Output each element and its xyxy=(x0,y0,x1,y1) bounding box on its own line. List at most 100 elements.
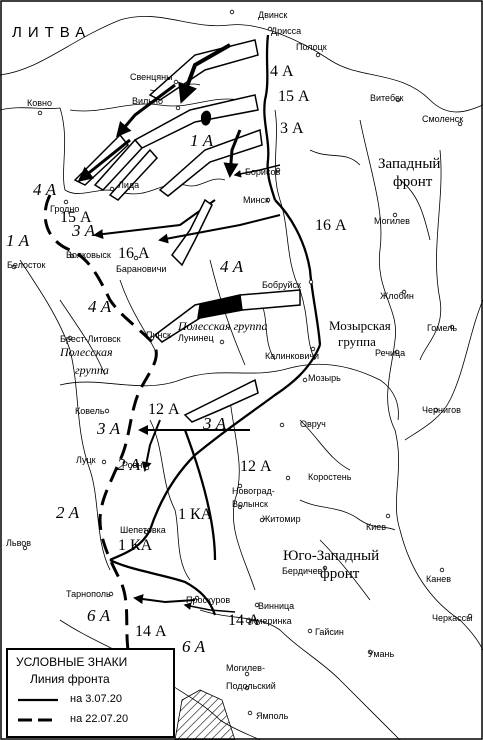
army-label: 15 А xyxy=(60,209,92,226)
city-dot xyxy=(143,529,149,535)
city-dot xyxy=(279,422,285,428)
rivers xyxy=(0,16,483,740)
city-dot xyxy=(310,346,316,352)
city-dot xyxy=(308,279,314,285)
city-label: Могилев xyxy=(374,216,410,226)
city-dot xyxy=(315,52,321,58)
city-label: Житомир xyxy=(262,514,301,524)
city-label: Подольский xyxy=(226,681,276,691)
army-label: 14 А xyxy=(135,623,167,640)
legend-item-july22: на 22.07.20 xyxy=(70,713,129,725)
arrow-7 xyxy=(108,148,159,201)
arrow-4 xyxy=(116,83,176,138)
arrow-14 xyxy=(183,378,259,423)
city-dot xyxy=(259,517,265,523)
river-dvina xyxy=(0,16,483,113)
city-label: Гродно xyxy=(50,204,79,214)
city-dot xyxy=(67,335,73,341)
legend: УСЛОВНЫЕ ЗНАКИ Линия фронта на 3.07.20 н… xyxy=(6,648,175,738)
group-polesie-left-1: Полесская xyxy=(59,345,113,359)
city-dot xyxy=(108,591,114,597)
army-label: 1 А xyxy=(190,131,214,150)
city-dot xyxy=(285,475,291,481)
city-label: Новоград- xyxy=(232,486,275,496)
army-label: 4 А xyxy=(220,257,244,276)
city-dot xyxy=(149,335,155,341)
city-label: Белосток xyxy=(7,260,45,270)
army-label: 1 А xyxy=(6,231,30,250)
river-sluch xyxy=(229,399,256,591)
river-sozh xyxy=(419,149,442,361)
city-dot xyxy=(109,186,115,192)
river-bug-west xyxy=(19,259,111,571)
arrow-18 xyxy=(183,602,236,613)
legend-item-july3: на 3.07.20 xyxy=(70,693,122,705)
city-label: Коростень xyxy=(308,472,352,482)
army-label: 1 КА xyxy=(178,506,213,523)
city-dot xyxy=(173,79,179,85)
city-label: Жлобин xyxy=(380,291,414,301)
city-label: Ровно xyxy=(122,460,147,470)
city-label: Двинск xyxy=(258,10,287,20)
city-label: Ямполь xyxy=(256,711,289,721)
city-label: Канев xyxy=(426,574,451,584)
city-label: Могилев- xyxy=(226,663,265,673)
city-label: Луцк xyxy=(76,455,96,465)
city-label: Бердичев xyxy=(282,566,323,576)
city-label: Киев xyxy=(366,522,386,532)
group-polesie-upper: Полесская группа xyxy=(177,319,267,333)
army-label: 12 А xyxy=(240,458,272,475)
army-layer: 4 А15 А3 А1 А4 А15 А3 А1 А16 А16 А4 А4 А… xyxy=(6,63,347,656)
attack-arrows xyxy=(73,39,301,613)
city-dot xyxy=(449,324,455,330)
city-dot xyxy=(144,465,150,471)
city-label: Шепетовка xyxy=(120,525,166,535)
city-dot xyxy=(175,105,181,111)
city-dot xyxy=(133,255,139,261)
city-dot xyxy=(245,618,251,624)
city-label: Ковно xyxy=(27,98,52,108)
city-label: Бобруйск xyxy=(262,280,301,290)
city-dot xyxy=(244,685,250,691)
city-dot xyxy=(237,504,243,510)
arrow-11 xyxy=(171,198,213,267)
city-label: Калинковичи xyxy=(265,351,319,361)
city-dot xyxy=(401,289,407,295)
city-label: Минск xyxy=(243,195,269,205)
city-dot xyxy=(219,339,225,345)
city-dot xyxy=(11,264,17,270)
group-mozyr-2: группа xyxy=(338,334,376,349)
army-label: 2 А xyxy=(56,503,80,522)
army-label: 16 А xyxy=(315,217,347,234)
river-goryn xyxy=(149,419,191,581)
arrow-6 xyxy=(93,138,144,191)
army-label: 3 А xyxy=(71,221,96,240)
army-label: 3 А xyxy=(280,120,304,137)
city-dot xyxy=(104,408,110,414)
arrow-9 xyxy=(158,128,263,197)
city-label: Львов xyxy=(6,538,31,548)
front-southwestern-line1: Юго-Западный xyxy=(283,548,379,564)
river-viliya xyxy=(69,98,241,112)
city-label: Винница xyxy=(258,601,294,611)
city-label: Лида xyxy=(118,180,139,190)
city-label: Жмеринка xyxy=(248,616,292,626)
arrow-16 xyxy=(141,419,161,472)
river-dniester xyxy=(59,619,261,740)
army-label: 6 А xyxy=(87,606,111,625)
arrow-12 xyxy=(158,214,281,244)
front-line-july3 xyxy=(109,34,322,616)
front-southwestern-line2: фронт xyxy=(320,566,360,582)
city-dot xyxy=(394,349,400,355)
city-dot xyxy=(275,167,281,173)
army-label: 6 А xyxy=(182,637,206,656)
city-label: Черкассы xyxy=(432,613,473,623)
city-dot xyxy=(385,513,391,519)
city-dot xyxy=(267,26,273,32)
city-dot xyxy=(37,110,43,116)
city-dot xyxy=(101,459,107,465)
river-southern-bug xyxy=(199,609,401,740)
city-dot xyxy=(467,613,473,619)
army-label: 16 А xyxy=(118,245,150,262)
